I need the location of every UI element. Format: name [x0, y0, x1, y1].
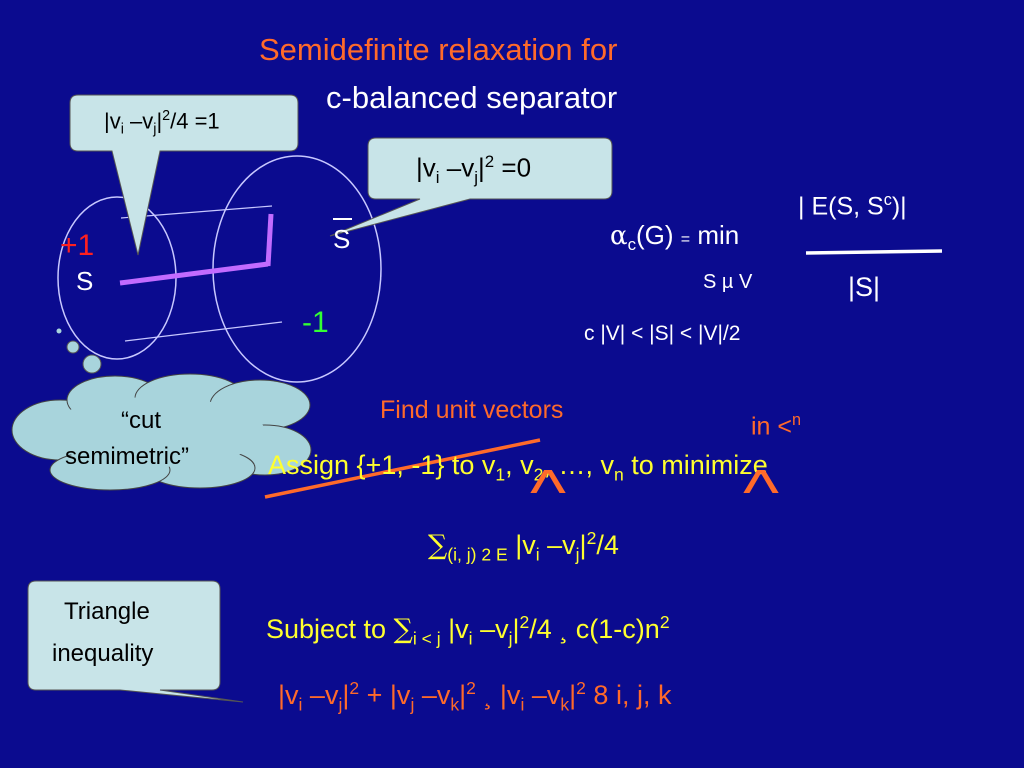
cloud-text-line-2: semimetric” [65, 443, 189, 470]
insert-caret-left: ^ [529, 456, 567, 528]
alpha-formula: αc(G) = min [610, 220, 740, 255]
title-line-1: Semidefinite relaxation for [259, 32, 618, 67]
balance-constraint: c |V| < |S| < |V|/2 [584, 322, 741, 345]
assign-statement: Assign {+1, -1} to v1, v2, …, vn to mini… [268, 450, 768, 485]
find-unit-vectors-text: Find unit vectors [380, 396, 564, 424]
callout-top-mid-text: |vi –vj|2 =0 [416, 152, 532, 187]
triangle-inequality-formula: |vi –vj|2 + |vj –vk|2 ¸ |vi –vk|2 8 i, j… [278, 678, 672, 715]
insert-caret-right: ^ [742, 456, 780, 528]
fraction-numerator: | E(S, Sc)| [798, 191, 907, 221]
thought-dot-large [82, 354, 102, 374]
label-plus-one: +1 [60, 229, 95, 262]
label-minus-one: -1 [302, 306, 329, 339]
label-s-complement: S [333, 224, 351, 254]
objective-sum: ∑(i, j) 2 E |vi –vj|2/4 [428, 528, 619, 565]
subset-condition: S µ V [703, 271, 753, 293]
cloud-shape [11, 373, 312, 491]
label-s-left: S [76, 266, 94, 296]
fraction-bar [805, 249, 943, 255]
callout-top-left-shape [69, 94, 299, 256]
callout-triangle-shape [27, 580, 244, 703]
fraction-denominator: |S| [848, 272, 881, 302]
title-line-2: c-balanced separator [326, 80, 618, 115]
callout-top-mid-shape [329, 137, 613, 237]
vector-vertical [265, 213, 274, 267]
callout-top-left-text: |vi –vj|2/4 =1 [104, 108, 220, 138]
triangle-callout-line-2: inequality [52, 640, 154, 667]
subject-to-constraint: Subject to ∑i < j |vi –vj|2/4 ¸ c(1-c)n2 [266, 612, 670, 649]
vector-horizontal [119, 261, 269, 286]
triangle-callout-line-1: Triangle [64, 598, 150, 625]
thought-dot-small [56, 328, 62, 334]
edge-line-bottom [124, 321, 283, 342]
strike-through-line [264, 438, 541, 499]
cloud-text-line-1: “cut [121, 407, 162, 434]
in-rn-text: in <n [751, 411, 802, 441]
thought-dot-medium [66, 340, 80, 354]
